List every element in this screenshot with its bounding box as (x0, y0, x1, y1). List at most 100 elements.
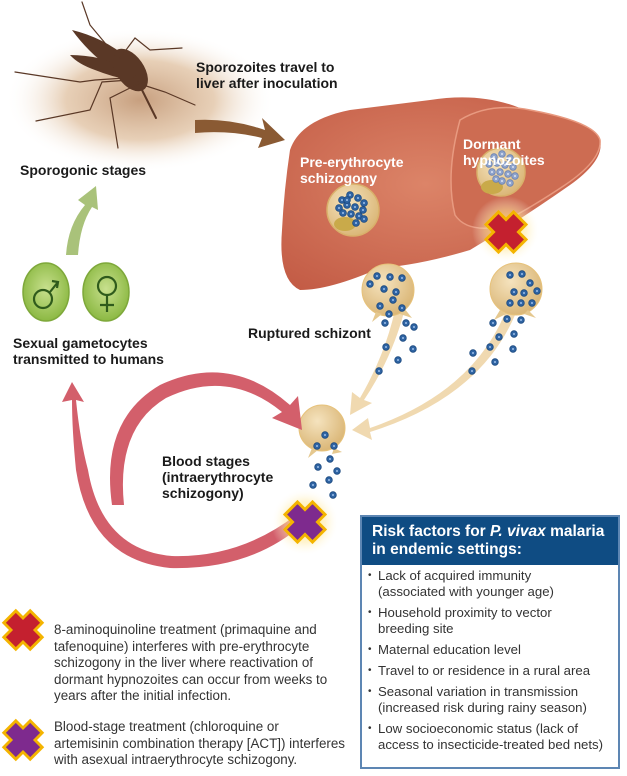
green-arrow (66, 186, 98, 255)
pre-erythrocyte-label-line2: schizogony (300, 170, 378, 186)
legend-text-2: Blood-stage treatment (chloroquine or ar… (54, 719, 345, 769)
blood-stages-label-line2: (intraerythrocyte (162, 469, 274, 485)
risk-line: breeding site (378, 621, 454, 636)
merozoite-nucleus (504, 164, 506, 166)
legend-text-1-line: 8-aminoquinoline treatment (primaquine a… (54, 622, 317, 637)
blood-stages-label-line3: schizogony) (162, 485, 244, 501)
gametocytes-label: Sexual gametocytes transmitted to humans (13, 335, 164, 367)
risk-line: (increased risk during rainy season) (378, 700, 587, 715)
merozoite-nucleus (349, 194, 351, 196)
legend-text-1-line: schizogony in the liver where reactivati… (54, 655, 314, 670)
merozoite-nucleus (378, 370, 380, 372)
merozoite-nucleus (354, 206, 356, 208)
merozoite-nucleus (363, 218, 365, 220)
merozoite-nucleus (509, 182, 511, 184)
merozoite-nucleus (324, 434, 326, 436)
merozoite-nucleus (512, 348, 514, 350)
merozoite-nucleus (317, 466, 319, 468)
merozoite-nucleus (350, 213, 352, 215)
risk-line: Household proximity to vector (378, 605, 552, 620)
legend-text-2-line: artemisinin combination therapy [ACT]) i… (54, 735, 345, 751)
merozoite-nucleus (489, 346, 491, 348)
hypnozoite-cell-icon (476, 147, 526, 197)
merozoite-nucleus (312, 484, 314, 486)
merozoite-nucleus (358, 215, 360, 217)
risk-title-post: malaria (545, 523, 605, 540)
merozoite-nucleus (506, 318, 508, 320)
merozoite-nucleus (362, 209, 364, 211)
merozoite-nucleus (405, 322, 407, 324)
merozoite-nucleus (536, 290, 538, 292)
merozoite-nucleus (338, 207, 340, 209)
purple-x-icon (283, 500, 327, 544)
risk-title-species: P. vivax (490, 523, 546, 540)
liver-schizont-icon (326, 183, 380, 237)
tan-arrow-left (350, 310, 404, 415)
risk-line: Maternal education level (378, 642, 521, 657)
merozoite-nucleus (388, 313, 390, 315)
merozoite-nucleus (341, 199, 343, 201)
merozoite-nucleus (379, 305, 381, 307)
merozoite-nucleus (397, 359, 399, 361)
merozoite-nucleus (529, 282, 531, 284)
risk-title-line2: in endemic settings: (372, 541, 522, 558)
risk-factor-item: Maternal education level (368, 642, 614, 658)
merozoite-nucleus (507, 173, 509, 175)
female-gametocyte-icon (82, 262, 130, 322)
risk-line: Low socioeconomic status (lack of (378, 721, 579, 736)
merozoite-nucleus (332, 494, 334, 496)
merozoite-nucleus (328, 479, 330, 481)
risk-factor-item: Seasonal variation in transmission(incre… (368, 684, 614, 716)
merozoite-nucleus (492, 322, 494, 324)
sporozoites-label-line2: liver after inoculation (196, 75, 338, 91)
ruptured-schizont-blood-icon (298, 404, 346, 458)
merozoite-nucleus (392, 299, 394, 301)
merozoite-nucleus (509, 274, 511, 276)
risk-factor-item: Low socioeconomic status (lack ofaccess … (368, 721, 614, 753)
risk-line: access to insecticide-treated bed nets) (378, 737, 604, 752)
merozoite-nucleus (512, 166, 514, 168)
sporogonic-label: Sporogonic stages (20, 162, 147, 178)
dormant-label: Dormant hypnozoites (463, 136, 545, 168)
merozoite-nucleus (491, 171, 493, 173)
legend-text-1-line: dormant hypnozoites can occur from weeks… (54, 671, 328, 687)
gametocytes-label-line1: Sexual gametocytes (13, 335, 148, 351)
merozoite-nucleus (521, 273, 523, 275)
merozoite-nucleus (413, 326, 415, 328)
merozoite-nucleus (363, 202, 365, 204)
pre-erythrocyte-label-line1: Pre-erythrocyte (300, 154, 404, 170)
merozoite-nucleus (389, 276, 391, 278)
tan-arrow-right (352, 300, 520, 440)
risk-factors-title: Risk factors for P. vivax malaria in end… (362, 517, 618, 565)
merozoite-nucleus (509, 157, 511, 159)
merozoite-nucleus (523, 292, 525, 294)
mosquito-icon (14, 1, 196, 149)
merozoite-nucleus (531, 302, 533, 304)
legend-text-1-line: tafenoquine) interferes with pre-erythro… (54, 638, 310, 654)
merozoite-nucleus (329, 458, 331, 460)
dormant-label-line2: hypnozoites (463, 152, 545, 168)
merozoite-nucleus (493, 156, 495, 158)
merozoite-nucleus (494, 361, 496, 363)
risk-factors-list: Lack of acquired immunity(associated wit… (362, 565, 618, 753)
blood-stages-label-line1: Blood stages (162, 453, 250, 469)
pre-erythrocyte-label: Pre-erythrocyte schizogony (300, 154, 404, 186)
merozoite-nucleus (316, 445, 318, 447)
sporozoites-label: Sporozoites travel to liver after inocul… (196, 59, 338, 91)
merozoite-nucleus (385, 346, 387, 348)
merozoite-nucleus (336, 470, 338, 472)
merozoite-nucleus (498, 336, 500, 338)
merozoite-nucleus (402, 337, 404, 339)
merozoite-nucleus (509, 302, 511, 304)
sporozoites-label-line1: Sporozoites travel to (196, 59, 335, 75)
legend-text-1: 8-aminoquinoline treatment (primaquine a… (54, 622, 327, 705)
merozoite-nucleus (369, 283, 371, 285)
merozoite-nucleus (495, 178, 497, 180)
male-gametocyte-icon (22, 262, 70, 322)
risk-line: Lack of acquired immunity (378, 568, 532, 583)
risk-title-pre: Risk factors for (372, 523, 491, 540)
merozoite-nucleus (501, 153, 503, 155)
merozoite-nucleus (401, 277, 403, 279)
